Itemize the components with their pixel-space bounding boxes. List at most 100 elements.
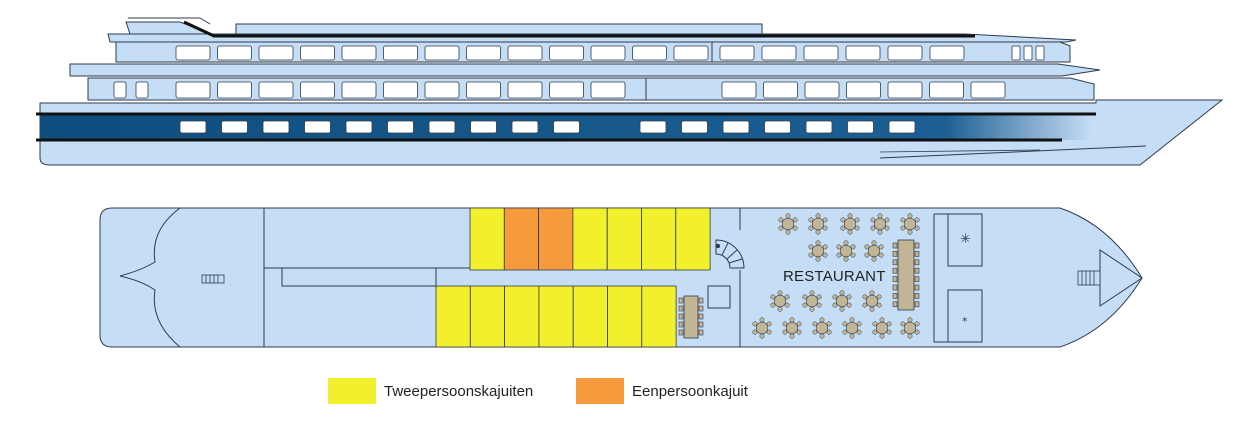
window (719, 45, 755, 61)
table-icon (808, 213, 828, 235)
chair (698, 321, 704, 328)
round-table (843, 217, 857, 231)
twin-cabin (435, 285, 471, 348)
chair (914, 259, 920, 266)
chair (809, 290, 815, 296)
chair (886, 321, 892, 327)
chair (872, 329, 878, 335)
chair (843, 240, 849, 246)
chair (892, 284, 898, 291)
chair (796, 329, 802, 335)
chair (792, 217, 798, 223)
chair (876, 302, 882, 308)
round-table (781, 217, 795, 231)
porthole (847, 120, 874, 134)
chair (826, 329, 832, 335)
chair (871, 256, 877, 262)
chair (766, 329, 772, 335)
top-rail (183, 20, 975, 38)
window (383, 81, 418, 99)
round-table (903, 321, 917, 335)
chair (678, 297, 684, 304)
middle-deck-windows (113, 81, 1006, 99)
round-table (815, 321, 829, 335)
chair (840, 225, 846, 231)
chair (892, 259, 898, 266)
chair (878, 252, 884, 258)
window (258, 45, 294, 61)
chair (879, 317, 885, 323)
chair (914, 293, 920, 299)
chair (815, 213, 821, 219)
round-table (785, 321, 799, 335)
chair (892, 276, 898, 282)
window (763, 81, 798, 99)
table-icon (778, 213, 798, 235)
round-table (805, 294, 819, 308)
window (590, 81, 626, 99)
chair (808, 252, 814, 258)
chair (816, 294, 822, 300)
round-table (903, 217, 917, 231)
legend-twin-cabins: Tweepersoonskajuiten (328, 378, 533, 404)
porthole (387, 120, 414, 134)
porthole (888, 120, 916, 134)
twin-cabin (538, 285, 574, 348)
chair (862, 294, 868, 300)
chair (832, 294, 838, 300)
window (929, 45, 965, 61)
round-table (867, 244, 881, 258)
chair (785, 229, 791, 235)
porthole (511, 120, 539, 134)
window (590, 45, 626, 61)
chair (777, 290, 783, 296)
round-table (839, 244, 853, 258)
window (549, 81, 584, 99)
twin-cabin (469, 207, 505, 271)
twin-cabin (641, 207, 677, 271)
window (341, 81, 377, 99)
round-table (773, 294, 787, 308)
chair (884, 225, 890, 231)
chair (914, 225, 920, 231)
service-box (707, 285, 731, 309)
ship-side-view (36, 17, 1224, 166)
window (803, 45, 839, 61)
chair (877, 229, 883, 235)
round-table (835, 294, 849, 308)
window (424, 81, 460, 99)
chair (846, 294, 852, 300)
round-table (811, 244, 825, 258)
chair (856, 321, 862, 327)
chair (819, 333, 825, 339)
hull-portholes (179, 120, 916, 134)
chair (914, 242, 920, 249)
twin-cabin (469, 285, 505, 348)
window (175, 81, 211, 99)
table-icon (808, 240, 828, 262)
chair (892, 293, 898, 299)
table-icon (802, 290, 822, 312)
chair (849, 333, 855, 339)
window (887, 45, 923, 61)
window (217, 45, 252, 61)
twin-cabin (675, 207, 711, 271)
chair (892, 267, 898, 274)
window (383, 45, 418, 61)
table-icon (770, 290, 790, 312)
chair (907, 333, 913, 339)
chair (782, 321, 788, 327)
chair (752, 329, 758, 335)
window (466, 45, 501, 61)
round-table (865, 294, 879, 308)
window (804, 81, 840, 99)
chair (839, 306, 845, 312)
round-table (875, 321, 889, 335)
chair (802, 302, 808, 308)
legend-label-twin: Tweepersoonskajuiten (384, 382, 534, 400)
table-icon (872, 317, 892, 339)
bow-line (879, 149, 1041, 153)
chair (836, 244, 842, 250)
chair (808, 225, 814, 231)
